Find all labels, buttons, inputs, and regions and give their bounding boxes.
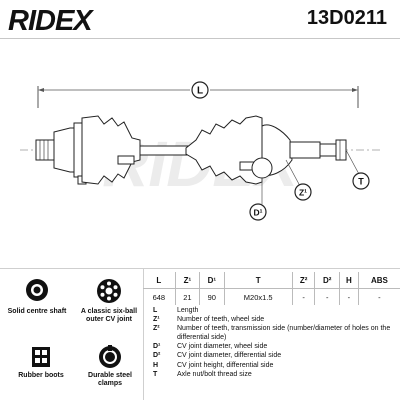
spec-value: 648 (143, 288, 176, 305)
steel-clamps-icon (99, 345, 121, 368)
feature-label: Durable steel clamps (88, 372, 132, 387)
length-dimension: L (37, 81, 359, 108)
legend-symbol: Z¹ (153, 316, 160, 324)
spec-value: - (339, 288, 359, 305)
t-marker (352, 172, 370, 190)
feature-solid-shaft (25, 278, 49, 307)
legend-symbol: L (153, 307, 158, 314)
label-t: T (358, 177, 364, 187)
legend-text: CV joint diameter, differential side (177, 352, 282, 360)
left-joint (35, 122, 87, 185)
legend-symbol: T (153, 370, 158, 378)
solid-centre-shaft-icon (26, 279, 48, 301)
feature-steel-clamps (98, 345, 122, 374)
spec-value: 90 (199, 288, 225, 305)
spec-value-row: 648 21 90 M20x1.5 - - - - (143, 288, 400, 305)
spec-header: Z¹ (175, 272, 201, 289)
header-divider (0, 38, 400, 39)
outer-cv-joint (251, 124, 347, 179)
spec-header: Z² (292, 272, 316, 289)
d1-marker (249, 203, 267, 221)
part-number: 13D0211 (306, 7, 387, 29)
spec-value: 21 (175, 288, 201, 305)
spec-header: ABS (370, 275, 388, 285)
legend-text: Number of teeth, transmission side (numb… (177, 325, 391, 342)
spec-header: T (224, 272, 293, 289)
legend-row: T Axle nut/bolt thread size (153, 370, 393, 379)
spec-value: - (292, 288, 316, 305)
legend-text: CV joint diameter, wheel side (177, 343, 268, 351)
spec-legend: L Length Z¹ Number of teeth, wheel side Z²… (153, 306, 393, 379)
legend-text: Length (177, 307, 199, 314)
legend-symbol: H (153, 361, 159, 369)
spec-value: M20x1.5 (224, 288, 293, 305)
label-z1: Z¹ (299, 188, 307, 198)
column-divider (143, 268, 144, 400)
section-divider (0, 268, 400, 269)
legend-symbol: D² (153, 352, 161, 360)
spec-header-row: L Z¹ D¹ T Z² D² H ABS (143, 272, 400, 289)
feature-label: Rubber boots (18, 372, 64, 379)
t-leader (345, 149, 361, 177)
spec-header: D¹ (199, 272, 225, 289)
spec-header: L (143, 272, 176, 289)
legend-row: Z¹ Number of teeth, wheel side (153, 315, 393, 324)
legend-symbol: Z² (153, 325, 160, 333)
legend-row: Z² Number of teeth, transmission side (nu… (153, 324, 393, 342)
spec-value: - (314, 288, 340, 305)
spec-header: H (339, 272, 359, 289)
rubber-boots-icon (32, 347, 50, 367)
ridex-logo: RIDEX (8, 5, 93, 37)
z1-leader (285, 159, 301, 187)
spec-value: - (358, 288, 400, 305)
label-d1: D¹ (254, 208, 263, 218)
spec-header: D² (314, 272, 340, 289)
left-boot (81, 115, 141, 185)
legend-text: Axle nut/bolt thread size (177, 370, 252, 378)
spec-table: L Z¹ D¹ T Z² D² H ABS 648 21 90 M20x1.5 … (143, 272, 400, 305)
legend-row: D¹ CV joint diameter, wheel side (153, 342, 393, 351)
drive-shaft-diagram: RIDEX L (20, 81, 380, 221)
feature-label: A classic six-ball outer CV joint (80, 308, 138, 323)
legend-row: L Length (153, 306, 393, 315)
legend-text: Number of teeth, wheel side (177, 316, 265, 324)
legend-row: H CV joint height, differential side (153, 361, 393, 370)
feature-rubber-boots (30, 345, 52, 374)
cv-joint-icon (97, 279, 121, 303)
legend-symbol: D¹ (153, 343, 161, 351)
legend-row: D² CV joint diameter, differential side (153, 351, 393, 360)
feature-cv-joint (96, 278, 122, 309)
z1-marker (294, 183, 312, 201)
legend-text: CV joint height, differential side (177, 361, 274, 369)
label-l: L (197, 86, 203, 97)
feature-label: Solid centre shaft (7, 308, 67, 315)
